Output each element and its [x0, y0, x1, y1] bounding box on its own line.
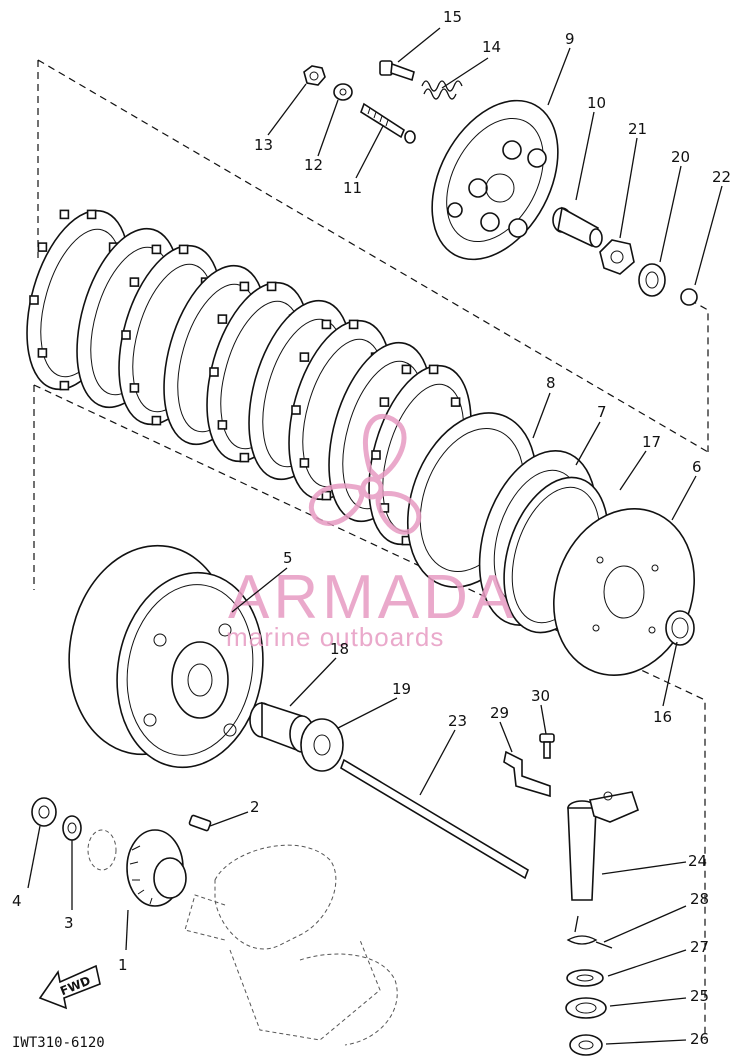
callout-3: 3: [64, 914, 74, 932]
callout-leaders: [27, 27, 723, 1045]
part-2-key: [188, 814, 212, 832]
callout-19: 19: [392, 680, 411, 698]
part-15-bolt: [379, 60, 415, 82]
callout-16: 16: [653, 708, 672, 726]
callout-labels: 15 14 9 10 21 20 22 13 12 11 8 7 17 6 16…: [12, 8, 731, 1048]
part-12-washer: [333, 83, 353, 101]
callout-21: 21: [628, 120, 647, 138]
crankshaft-ghost: [184, 844, 398, 1046]
part-16-washer: [665, 610, 695, 646]
callout-9: 9: [565, 30, 575, 48]
propeller-logo-icon: [309, 413, 422, 535]
part-26-bearing: [569, 1034, 603, 1056]
callout-4: 4: [12, 892, 22, 910]
part-24-push-lever: [567, 791, 639, 901]
callout-13: 13: [254, 136, 273, 154]
part-28-spring: [566, 915, 613, 949]
assembly-guide-lines: [33, 59, 709, 1040]
callout-24: 24: [688, 852, 707, 870]
callout-25: 25: [690, 987, 709, 1005]
callout-14: 14: [482, 38, 501, 56]
callout-1: 1: [118, 956, 128, 974]
callout-26: 26: [690, 1030, 709, 1048]
callout-11: 11: [343, 179, 362, 197]
drawing-code: IWT310-6120: [12, 1035, 105, 1051]
fwd-direction-arrow: FWD: [38, 964, 101, 1010]
part-14-spring: [421, 80, 463, 100]
callout-17: 17: [642, 433, 661, 451]
callout-12: 12: [304, 156, 323, 174]
callout-6: 6: [692, 458, 702, 476]
armada-watermark: ARMADA marine outboards: [226, 413, 517, 652]
part-1-primary-drive-gear: [87, 829, 187, 907]
callout-8: 8: [546, 374, 556, 392]
part-25-seal: [565, 997, 607, 1019]
callout-30: 30: [531, 687, 550, 705]
watermark-tagline: marine outboards: [226, 622, 444, 652]
part-23-push-rod: [340, 758, 529, 880]
callout-28: 28: [690, 890, 709, 908]
part-21-lock-nut: [599, 239, 635, 275]
part-29-plate: [503, 750, 551, 798]
part-6-clutch-housing: [552, 508, 696, 676]
part-27-washer: [566, 969, 604, 987]
callout-7: 7: [597, 403, 607, 421]
part-22-ball: [680, 288, 698, 306]
part-20-lock-washer: [638, 263, 666, 297]
callout-20: 20: [671, 148, 690, 166]
part-11-stud-bolt: [360, 102, 416, 144]
callout-5: 5: [283, 549, 293, 567]
part-30-screw: [539, 733, 555, 759]
callout-23: 23: [448, 712, 467, 730]
callout-2: 2: [250, 798, 260, 816]
callout-18: 18: [330, 640, 349, 658]
part-9-pressure-plate: [431, 99, 559, 261]
part-3-washer: [62, 815, 82, 841]
part-13-nut: [303, 65, 326, 86]
part-19-thrust-washer: [300, 718, 344, 772]
callout-22: 22: [712, 168, 731, 186]
part-4-nut: [31, 797, 57, 827]
callout-27: 27: [690, 938, 709, 956]
part-10-push-rod: [552, 206, 603, 248]
part-5-clutch-basket: [68, 544, 264, 769]
watermark-brand: ARMADA: [228, 563, 517, 632]
callout-10: 10: [587, 94, 606, 112]
clutch-plate-stack: [26, 209, 472, 546]
callout-15: 15: [443, 8, 462, 26]
callout-29: 29: [490, 704, 509, 722]
